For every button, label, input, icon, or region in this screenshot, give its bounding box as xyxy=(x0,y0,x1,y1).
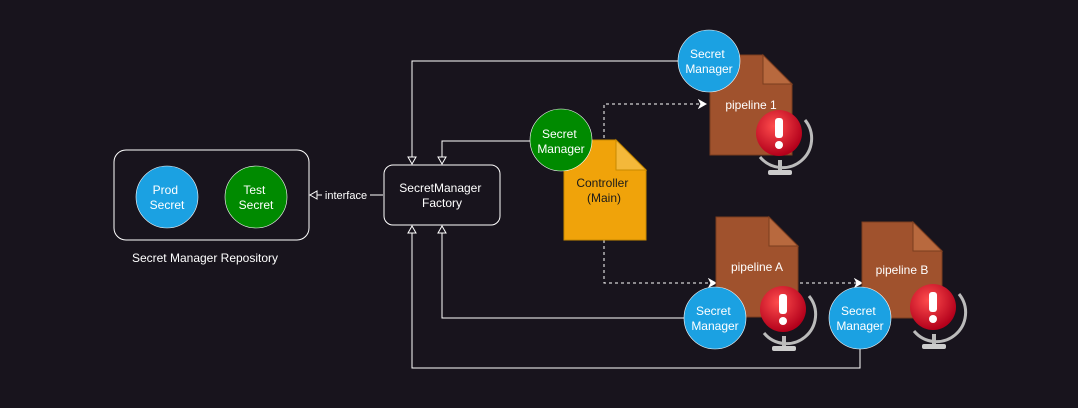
pipeline-a-secret-manager[interactable]: Secret Manager xyxy=(683,286,747,350)
controller-label-line-1: Controller xyxy=(576,176,628,190)
pA-sm-line-1: Secret xyxy=(696,304,731,318)
exclamation-dot xyxy=(775,141,783,149)
p1-sm-line-2: Manager xyxy=(685,62,732,76)
pipeline-1-label: pipeline 1 xyxy=(725,98,777,112)
globe-stand-base xyxy=(772,346,796,351)
factory-label-line-2: Factory xyxy=(422,196,462,210)
factory-label-line-1: SecretManager xyxy=(399,181,481,195)
pipeline-b-fold xyxy=(912,220,944,252)
globe-stand-post xyxy=(932,334,936,344)
test-secret-line-1: Test xyxy=(243,183,266,197)
svg-text:Secret Manager: Secret Manager xyxy=(685,47,732,76)
dashed-connectors xyxy=(603,104,862,283)
test-secret-line-2: Secret xyxy=(239,198,274,212)
controller-secret-manager-circle xyxy=(529,108,593,172)
controller-fold xyxy=(615,138,648,171)
globe-stand-arc xyxy=(762,295,818,346)
factory-box xyxy=(383,164,501,226)
svg-text:Secret Manager: Secret Manager xyxy=(836,304,883,333)
pipeline-b-label: pipeline B xyxy=(876,263,929,277)
controller-sm-line-1: Secret xyxy=(542,127,577,141)
connector-p1-to-factory xyxy=(407,60,680,166)
prod-secret-node[interactable]: Prod Secret xyxy=(135,165,199,229)
globe-stand-base xyxy=(768,170,792,175)
connectors xyxy=(308,60,861,369)
svg-text:Prod Secret: Prod Secret xyxy=(150,183,185,212)
secret-manager-factory[interactable]: SecretManager Factory xyxy=(383,164,501,226)
pA-sm-line-2: Manager xyxy=(691,319,738,333)
prod-secret-line-1: Prod xyxy=(153,183,178,197)
test-secret-circle xyxy=(224,165,288,229)
exclamation-bar xyxy=(779,294,787,314)
pB-sm-line-1: Secret xyxy=(841,304,876,318)
svg-text:Test Secret: Test Secret xyxy=(239,183,274,212)
pipeline-b-sm-circle xyxy=(828,286,892,350)
pipeline-a-label: pipeline A xyxy=(731,260,783,274)
dashed-controller-to-p1 xyxy=(603,104,706,138)
svg-text:Secret Manager: Secret Manager xyxy=(691,304,738,333)
pB-sm-line-2: Manager xyxy=(836,319,883,333)
globe-stand-base xyxy=(922,344,946,349)
pipeline-a-fold xyxy=(768,215,800,247)
globe-stand-post xyxy=(778,160,782,170)
exclamation-dot xyxy=(779,317,787,325)
svg-text:SecretManager Factory: SecretManager Factory xyxy=(399,181,484,210)
connector-pA-to-factory xyxy=(437,224,684,319)
pipeline-a-alert xyxy=(760,286,818,351)
pipeline-1-fold xyxy=(762,53,794,85)
exclamation-dot xyxy=(929,315,937,323)
pipeline-1-secret-manager[interactable]: Secret Manager xyxy=(677,29,741,93)
pipeline-1-sm-circle xyxy=(677,29,741,93)
pipeline-b-secret-manager[interactable]: Secret Manager xyxy=(828,286,892,350)
prod-secret-line-2: Secret xyxy=(150,198,185,212)
pipeline-a-sm-circle xyxy=(683,286,747,350)
controller-node[interactable]: Controller (Main) xyxy=(563,138,648,241)
exclamation-bar xyxy=(929,292,937,312)
exclamation-bar xyxy=(775,118,783,138)
interface-label: interface xyxy=(325,190,367,202)
dashed-controller-to-pA xyxy=(603,240,716,283)
svg-text:Controller (Main): Controller (Main) xyxy=(576,176,631,205)
globe-stand-arc xyxy=(912,293,968,344)
pipeline-1-alert xyxy=(756,110,814,175)
pipeline-b-alert xyxy=(910,284,968,349)
connector-controller-to-factory xyxy=(437,140,531,166)
globe-stand-post xyxy=(782,336,786,346)
test-secret-node[interactable]: Test Secret xyxy=(224,165,288,229)
controller-sm-line-2: Manager xyxy=(537,142,584,156)
prod-secret-circle xyxy=(135,165,199,229)
connector-pB-to-factory xyxy=(407,224,861,369)
repository-caption: Secret Manager Repository xyxy=(132,251,278,265)
controller-secret-manager[interactable]: Secret Manager xyxy=(529,108,593,172)
controller-label-line-2: (Main) xyxy=(587,191,621,205)
secret-manager-repository[interactable]: Prod Secret Test Secret xyxy=(113,149,310,241)
svg-text:Secret Manager: Secret Manager xyxy=(537,127,584,156)
globe-stand-arc xyxy=(758,119,814,170)
p1-sm-line-1: Secret xyxy=(690,47,725,61)
